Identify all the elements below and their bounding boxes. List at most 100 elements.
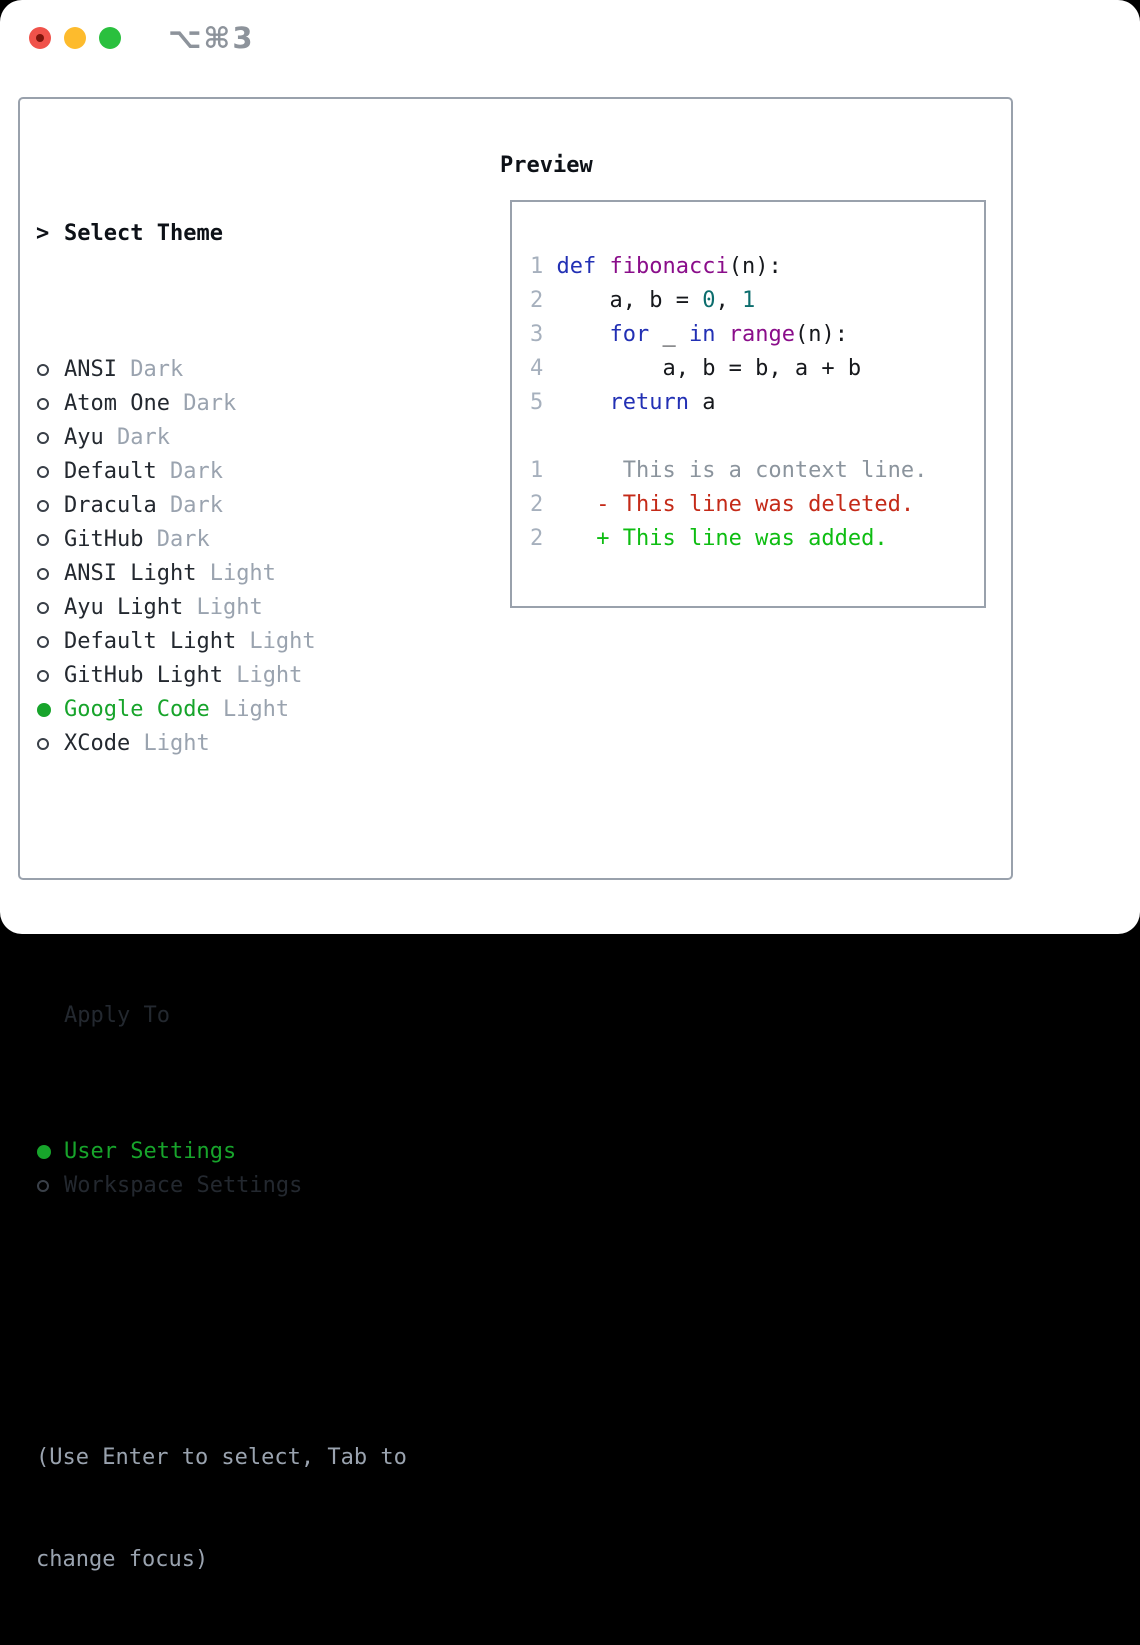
marker-slot [36,364,64,376]
theme-option-ansi[interactable]: ANSI Dark [36,353,407,387]
theme-option-google-code[interactable]: Google Code Light [36,693,407,727]
line-number: 4 [530,356,557,381]
apply-to-label: Apply To [64,1003,170,1028]
code-token: return [609,390,689,415]
select-theme-label: Select Theme [64,221,223,246]
line-number: 2 [530,492,544,517]
theme-option-atom-one[interactable]: Atom One Dark [36,387,407,421]
window-title: ⌥⌘3 [168,21,255,55]
theme-variant-badge: Light [209,697,290,722]
code-token: , [715,288,742,313]
line-number: 3 [530,322,557,347]
theme-option-default-light[interactable]: Default Light Light [36,625,407,659]
theme-option-github-light[interactable]: GitHub Light Light [36,659,407,693]
code-token: in [688,322,716,347]
code-line: 4 a, b = b, a + b [530,352,984,386]
radio-selected-icon [37,703,51,717]
diff-line-add: 2 + This line was added. [530,522,984,556]
marker-slot [36,670,64,682]
radio-icon [37,1180,49,1192]
theme-name: Google Code [64,697,210,722]
code-token: a [688,390,716,415]
prompt-icon: > [36,221,50,246]
apply-option-workspace-settings[interactable]: Workspace Settings [36,1169,407,1203]
theme-option-xcode[interactable]: XCode Light [36,727,407,761]
code-token: range [728,322,795,347]
diff-text: This is a context line. [543,458,928,483]
theme-option-github[interactable]: GitHub Dark [36,523,407,557]
radio-icon [37,432,49,444]
theme-name: Dracula [64,493,157,518]
blank-line [530,420,984,454]
theme-option-dracula[interactable]: Dracula Dark [36,489,407,523]
diff-text: + This line was added. [543,526,888,551]
line-number: 5 [530,390,557,415]
radio-icon [37,738,49,750]
code-token [557,390,610,415]
diff-line-ctx: 1 This is a context line. [530,454,984,488]
apply-option-user-settings[interactable]: User Settings [36,1135,407,1169]
apply-option-label: Workspace Settings [64,1173,303,1198]
radio-icon [37,466,49,478]
diff-text: - This line was deleted. [543,492,915,517]
zoom-button[interactable] [99,27,121,49]
minimize-button[interactable] [64,27,86,49]
code-line: 2 a, b = 0, 1 [530,284,984,318]
theme-variant-badge: Dark [156,493,223,518]
theme-variant-badge: Light [183,595,263,620]
theme-variant-badge: Dark [116,357,184,382]
radio-icon [37,534,49,546]
radio-icon [37,670,49,682]
theme-variant-badge: Light [130,731,210,756]
close-button[interactable] [29,27,51,49]
theme-option-ansi-light[interactable]: ANSI Light Light [36,557,407,591]
code-token [596,254,609,279]
close-dot-icon [36,34,44,42]
theme-name: ANSI [64,357,117,382]
marker-slot [36,568,64,580]
code-token: _ [649,322,689,347]
theme-name: GitHub Light [64,663,223,688]
code-token: (n): [794,322,848,347]
marker-slot [36,636,64,648]
code-token: def [556,254,597,279]
radio-icon [37,500,49,512]
theme-name: Default Light [64,629,237,654]
theme-option-ayu-light[interactable]: Ayu Light Light [36,591,407,625]
theme-variant-badge: Dark [103,425,170,450]
spacer [36,863,407,897]
code-token: 1 [741,288,756,313]
line-number: 1 [530,254,557,279]
code-token [557,322,610,347]
theme-variant-badge: Light [196,561,276,586]
apply-option-label: User Settings [64,1139,237,1164]
radio-icon [37,364,49,376]
theme-option-default[interactable]: Default Dark [36,455,407,489]
theme-variant-badge: Dark [156,459,223,484]
radio-icon [37,636,49,648]
marker-slot [36,466,64,478]
titlebar: ⌥⌘3 [0,0,1140,76]
marker-slot [36,500,64,512]
apply-to-header: Apply To [36,999,407,1033]
line-number: 2 [530,526,544,551]
theme-option-ayu[interactable]: Ayu Dark [36,421,407,455]
radio-icon [37,568,49,580]
select-theme-header: > Select Theme [36,217,407,251]
code-token: a, b = [556,288,703,313]
marker-slot [36,703,64,717]
line-number: 1 [530,458,544,483]
theme-name: ANSI Light [64,561,197,586]
code-line: 5 return a [530,386,984,420]
line-number: 2 [530,288,557,313]
theme-name: Atom One [64,391,170,416]
spacer [36,1305,407,1339]
theme-name: XCode [64,731,131,756]
theme-name: GitHub [64,527,144,552]
marker-slot [36,738,64,750]
